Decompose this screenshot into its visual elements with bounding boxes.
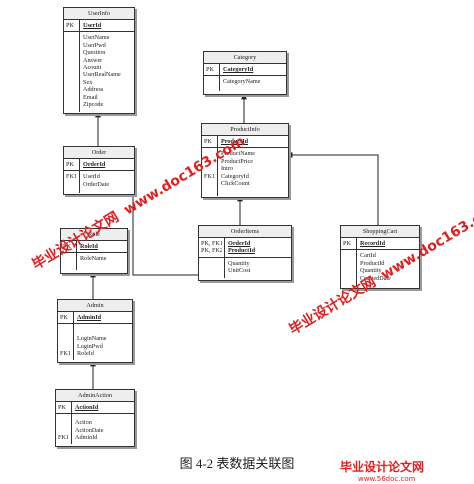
field-key-label [204,180,215,187]
primary-key-field: RoleId [80,243,98,250]
key-label: PK [204,138,212,145]
key-label: PK [60,314,68,321]
field: OrderDate [83,180,110,188]
field: Question [83,49,106,57]
entity-title: Admin [58,300,132,312]
entity-role: Role PK RoleId RoleName [60,228,128,274]
field: LoginName [77,335,107,343]
entity-title: Role [61,229,127,241]
field: UnitCost [228,267,251,275]
field: Quantity [360,267,382,275]
watermark-bottom-cn: 毕业设计论文网 [340,460,425,474]
field: Zipcode [83,100,104,108]
field-key-label [58,419,69,426]
entity-shoppingcart: ShoppingCart PK RecordId CartId ProductI… [340,225,420,289]
entity-title: OrderItems [199,226,291,238]
entity-orderitems: OrderItems PK, FK1 PK, FK2 OrderId Produ… [198,225,292,281]
field: UserId [83,173,100,181]
field: ProductName [221,150,256,158]
entity-title: ProductInfo [202,124,288,136]
figure-caption: 图 4-2 表数据关联图 [179,456,295,471]
field: Answer [83,56,103,64]
field: CartId [360,252,376,260]
primary-key-field: UserId [83,22,102,29]
field-key-label: FK1 [204,172,215,180]
field: UserName [83,34,110,42]
primary-key-field: OrderId [228,240,251,247]
field: Intro [221,165,234,173]
field: AdminId [75,434,98,442]
field-key-label: FK1 [60,350,71,358]
field: UserPwd [83,41,106,49]
entity-title: UserInfo [64,8,134,20]
field: ActionDate [75,426,104,434]
field: LoginPwd [77,342,103,350]
field: Sex [83,78,93,86]
entity-title: Category [204,52,286,64]
field: UserRealName [83,71,121,79]
primary-key-field: ActionId [75,404,99,411]
key-label: PK, FK2 [201,247,222,255]
entity-admin: Admin PK AdminId FK1 LoginName LoginPwd … [57,299,133,363]
watermark-bottom: 毕业设计论文网 www.56doc.com [340,458,470,483]
field: Email [83,93,98,101]
field: CreatedDate [360,274,391,282]
field: ClickCount [221,179,250,187]
field: Address [83,86,104,94]
primary-key-field: CategoryId [223,66,254,73]
field: CategoryName [223,78,261,86]
entity-userinfo: UserInfo PK UserId UserName UserPwd Ques… [63,7,135,114]
field-key-label [58,427,69,434]
key-label: PK [58,404,66,411]
key-label: PK [66,161,74,168]
primary-key-field: RecordId [360,240,386,247]
primary-key-field: ProductId [228,247,256,255]
field: RoleId [77,350,94,358]
field: Quantity [228,259,250,267]
field: Acount [83,63,102,71]
field-key-label: FK1 [58,434,69,442]
primary-key-field: ProductId [221,138,249,145]
link-orderitems-order [130,167,198,276]
entity-title: Order [64,147,134,159]
field: RoleName [80,255,107,263]
primary-key-field: OrderId [83,161,106,168]
field: ProductPrice [221,157,253,165]
key-label: PK [343,240,351,247]
entity-order: Order PK OrderId FK1 UserId OrderDate [63,146,135,195]
entity-title: ShoppingCart [341,226,419,238]
entity-title: AdminAction [56,390,134,402]
entity-category: Category PK CategoryId CategoryName [203,51,287,95]
field-key-label: FK1 [66,173,77,181]
field: CategoryId [221,172,249,180]
entity-productinfo: ProductInfo PK ProductId FK1 ProductName… [201,123,289,198]
field-key-label [66,181,77,188]
link-shoppingcart-productinfo [286,152,379,225]
field: Action [75,419,92,427]
field-key-label [60,335,71,342]
primary-key-field: AdminId [77,314,102,321]
key-label: PK [66,22,74,29]
field: ProductId [360,259,385,267]
key-label: PK [206,66,214,73]
entity-adminaction: AdminAction PK ActionId FK1 Action Actio… [55,389,135,447]
field-key-label [60,343,71,350]
key-label: PK [63,243,71,250]
key-label: PK, FK1 [201,240,222,247]
watermark-bottom-en: www.56doc.com [358,475,416,483]
